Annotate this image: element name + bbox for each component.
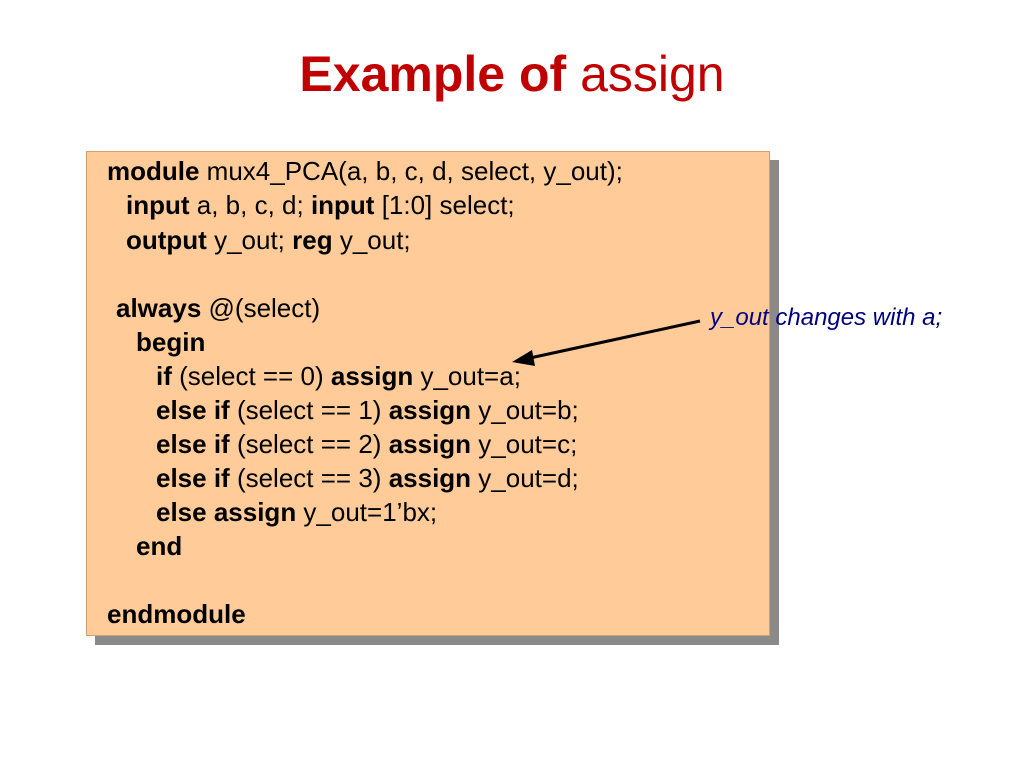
code-line-else-if-1: else if (select == 1) assign y_out=b; — [156, 393, 579, 427]
code-line-if-0: if (select == 0) assign y_out=a; — [156, 359, 521, 393]
code-line-else-if-3: else if (select == 3) assign y_out=d; — [156, 461, 579, 495]
keyword: else if — [156, 395, 230, 425]
keyword: assign — [330, 361, 414, 391]
code-text: y_out; — [332, 225, 411, 255]
keyword: begin — [136, 327, 206, 357]
code-text: (select == 3) — [229, 463, 389, 493]
keyword: assign — [388, 429, 472, 459]
code-line-begin: begin — [136, 325, 205, 359]
code-text: y_out; — [206, 225, 293, 255]
code-box — [86, 151, 770, 636]
keyword: else if — [156, 429, 230, 459]
code-line-always: always @(select) — [116, 291, 320, 325]
code-text: y_out=1’bx; — [296, 497, 438, 527]
code-text: [1:0] select; — [374, 190, 515, 220]
code-text: a, b, c, d; — [189, 190, 311, 220]
code-line-output: output y_out; reg y_out; — [126, 223, 411, 257]
keyword: assign — [388, 463, 472, 493]
slide-title: Example of assign — [0, 42, 1024, 106]
code-text: (select == 0) — [171, 361, 331, 391]
keyword: input — [310, 190, 375, 220]
code-line-end: end — [136, 529, 182, 563]
keyword: if — [156, 361, 172, 391]
keyword: module — [107, 156, 200, 186]
code-text: y_out=c; — [471, 429, 578, 459]
code-text: y_out=a; — [413, 361, 521, 391]
keyword: input — [126, 190, 190, 220]
annotation-text: y_out changes with a; — [710, 304, 943, 331]
code-text: (select == 1) — [229, 395, 389, 425]
keyword: end — [136, 531, 183, 561]
code-text: (select == 2) — [229, 429, 389, 459]
arrow-line — [529, 319, 701, 360]
title-normal-part: assign — [580, 46, 725, 102]
keyword: assign — [388, 395, 472, 425]
code-text: y_out=b; — [471, 395, 579, 425]
code-line-input: input a, b, c, d; input [1:0] select; — [126, 188, 515, 222]
code-line-endmodule: endmodule — [107, 597, 246, 631]
code-line-else-if-2: else if (select == 2) assign y_out=c; — [156, 427, 577, 461]
keyword: always — [116, 293, 202, 323]
keyword: endmodule — [107, 599, 246, 629]
code-text: mux4_PCA(a, b, c, d, select, y_out); — [199, 156, 623, 186]
code-text: @(select) — [201, 293, 321, 323]
keyword: else assign — [156, 497, 297, 527]
code-text: y_out=d; — [471, 463, 579, 493]
keyword: else if — [156, 463, 230, 493]
keyword: output — [126, 225, 207, 255]
arrow-head — [512, 350, 535, 366]
title-bold-part: Example of — [299, 46, 567, 102]
keyword: reg — [292, 225, 333, 255]
code-line-else: else assign y_out=1’bx; — [156, 495, 437, 529]
code-line-module: module mux4_PCA(a, b, c, d, select, y_ou… — [107, 154, 623, 188]
